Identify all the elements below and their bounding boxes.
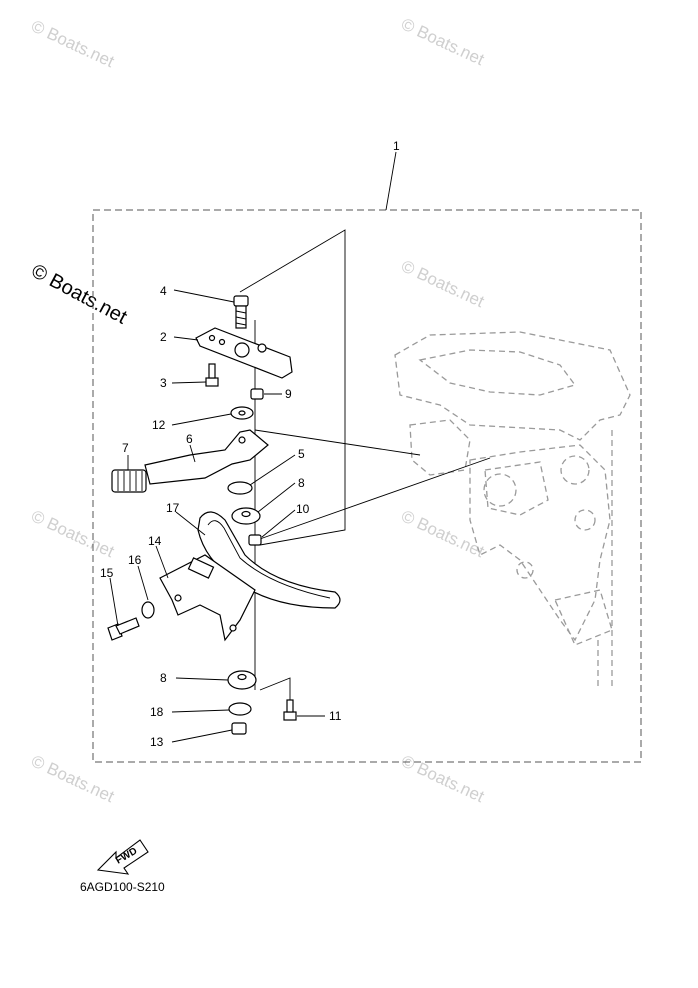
part-8-bushing-top xyxy=(231,507,261,525)
callout-7: 7 xyxy=(122,441,129,455)
part-14-bracket xyxy=(159,554,256,642)
assembly-boundary xyxy=(92,209,642,763)
part-16-washer xyxy=(141,601,155,619)
callout-14: 14 xyxy=(148,534,162,548)
assembly-lines xyxy=(239,229,491,690)
fwd-arrow-icon: FWD xyxy=(96,839,149,875)
diagram-code: 6AGD100-S210 xyxy=(80,880,165,894)
callout-11: 11 xyxy=(329,709,342,723)
part-15-bolt xyxy=(107,617,140,641)
part-12-washer xyxy=(230,406,254,420)
part-7-grip xyxy=(111,469,147,493)
callout-6: 6 xyxy=(186,432,193,446)
watermark-text: © Boats.net xyxy=(398,14,487,69)
part-11-bolt xyxy=(259,677,297,721)
callout-16: 16 xyxy=(128,553,142,567)
part-4-screw xyxy=(233,295,249,329)
part-8-bushing-bottom xyxy=(227,670,257,690)
callout-10: 10 xyxy=(296,502,310,516)
callout-8-upper: 8 xyxy=(298,476,305,490)
watermark-text: © Boats.net xyxy=(398,506,487,561)
callout-1: 1 xyxy=(393,139,400,153)
leader-lines xyxy=(109,151,397,743)
callout-4: 4 xyxy=(160,284,167,298)
watermarks: © Boats.net © Boats.net © Boats.net © Bo… xyxy=(28,14,488,806)
callout-13: 13 xyxy=(150,735,164,749)
callout-3: 3 xyxy=(160,376,167,390)
watermark-text: © Boats.net xyxy=(28,506,117,561)
callout-9: 9 xyxy=(285,387,292,401)
watermark-text-dark: © Boats.net xyxy=(28,260,131,329)
part-6-lever xyxy=(144,429,269,485)
watermark-text: © Boats.net xyxy=(28,16,117,71)
callout-15: 15 xyxy=(100,566,114,580)
callout-12: 12 xyxy=(152,418,166,432)
part-5-washer xyxy=(227,481,253,495)
watermark-text: © Boats.net xyxy=(398,751,487,806)
watermark-text: © Boats.net xyxy=(398,256,487,311)
callout-18: 18 xyxy=(150,705,164,719)
callouts: 1 4 2 3 9 12 6 7 5 8 10 17 14 16 15 8 18… xyxy=(100,139,400,749)
ghost-bracket xyxy=(394,331,631,690)
callout-2: 2 xyxy=(160,330,167,344)
callout-5: 5 xyxy=(298,447,305,461)
part-9-nut xyxy=(250,388,264,400)
watermark-text: © Boats.net xyxy=(28,751,117,806)
part-18-washer xyxy=(228,702,252,716)
callout-8-lower: 8 xyxy=(160,671,167,685)
part-2-plate xyxy=(195,327,293,379)
part-10-collar xyxy=(248,534,262,546)
callout-17: 17 xyxy=(166,501,180,515)
part-13-nut xyxy=(231,722,247,735)
part-3-bolt xyxy=(205,363,219,387)
